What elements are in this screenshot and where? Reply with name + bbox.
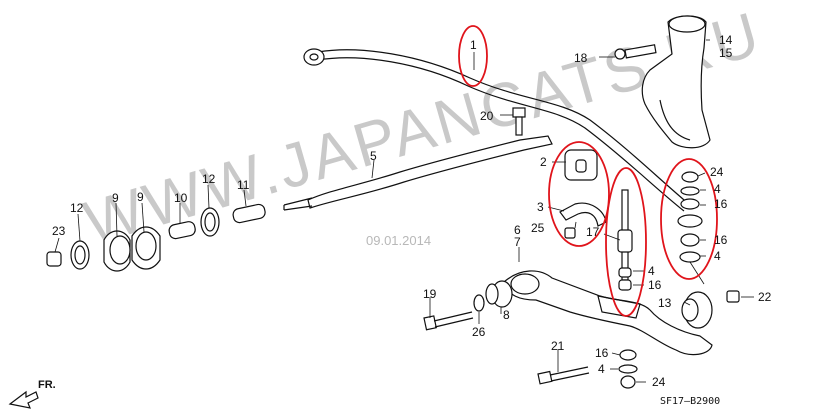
label-18: 18 [574, 51, 588, 65]
label-14: 14 [719, 33, 733, 47]
bolt-18 [614, 44, 657, 60]
bushing-stack-right [677, 171, 703, 263]
washer-26 [473, 294, 485, 312]
washer-12-right [200, 207, 220, 237]
label-24-bottom: 24 [652, 375, 666, 389]
label-26: 26 [472, 325, 486, 339]
label-4-link: 4 [648, 264, 655, 278]
bushing-8 [485, 280, 513, 308]
highlight-part-1 [458, 25, 488, 87]
bolt-21 [537, 366, 590, 385]
knuckle [641, 15, 711, 149]
label-2: 2 [540, 155, 547, 169]
label-12-left: 12 [70, 201, 84, 215]
label-16-top: 16 [714, 197, 728, 211]
direction-label: FR. [38, 379, 56, 391]
part-labels: 1 2 3 25 17 5 20 18 14 15 24 4 16 16 4 6… [52, 33, 772, 389]
highlight-stack [660, 158, 718, 280]
label-6: 6 [514, 223, 521, 237]
bushing-9-right [131, 226, 161, 270]
bolt-20 [512, 107, 526, 136]
label-16-bottom: 16 [595, 346, 609, 360]
label-7: 7 [514, 235, 521, 249]
nut-23 [46, 251, 62, 267]
label-17: 17 [586, 225, 600, 239]
label-5: 5 [370, 149, 377, 163]
label-11: 11 [237, 178, 250, 192]
radius-rod [283, 135, 553, 211]
label-10: 10 [174, 191, 188, 205]
spacer-11 [232, 203, 266, 224]
front-direction-arrow: FR. [8, 379, 56, 409]
label-4-mid: 4 [714, 249, 721, 263]
label-9-left: 9 [112, 191, 119, 205]
label-24-top: 24 [710, 165, 724, 179]
label-22: 22 [758, 290, 772, 304]
highlight-link [605, 167, 647, 317]
highlight-bushing-bracket [548, 141, 610, 247]
bracket-3 [559, 202, 607, 227]
label-16-link: 16 [648, 278, 662, 292]
leader-lines [54, 39, 754, 383]
label-1: 1 [470, 38, 477, 52]
date-stamp: 09.01.2014 [366, 233, 431, 248]
label-16-mid: 16 [714, 233, 728, 247]
stabilizer-link [617, 189, 633, 291]
diagram-code: SF17–B2900 [660, 396, 720, 407]
lower-arm [503, 270, 713, 356]
bushing-9-left [103, 230, 131, 272]
nut-25 [564, 227, 576, 239]
label-20: 20 [480, 109, 494, 123]
stabilizer-bar [303, 48, 691, 212]
label-9-right: 9 [137, 190, 144, 204]
label-21: 21 [551, 339, 565, 353]
washer-12-left [70, 240, 90, 270]
bushing-2 [564, 149, 598, 181]
bushing-stack-lower [618, 349, 638, 389]
bolt-19 [423, 311, 474, 331]
nut-22 [726, 290, 740, 303]
label-8: 8 [503, 308, 510, 322]
label-25: 25 [531, 221, 545, 235]
bushing-13 [681, 291, 713, 329]
label-23: 23 [52, 224, 66, 238]
highlight-marks [458, 25, 718, 317]
label-19: 19 [423, 287, 437, 301]
label-13: 13 [658, 296, 672, 310]
label-4-bottom: 4 [598, 362, 605, 376]
label-12-right: 12 [202, 172, 216, 186]
label-3: 3 [537, 200, 544, 214]
spacer-10 [168, 221, 196, 240]
label-15: 15 [719, 46, 733, 60]
label-4-top: 4 [714, 182, 721, 196]
